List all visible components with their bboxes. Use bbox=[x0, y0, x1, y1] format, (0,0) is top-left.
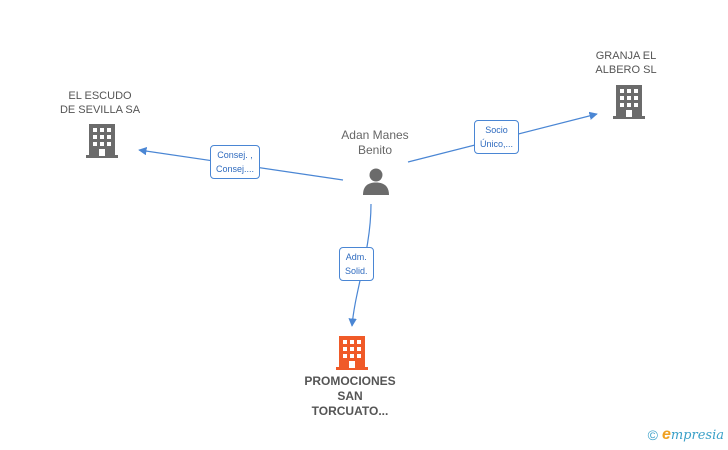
edge-label-el-escudo-line1: Consej. , bbox=[217, 150, 253, 160]
edge-label-el-escudo[interactable]: Consej. , Consej.... bbox=[210, 145, 261, 179]
promociones-line2: SAN bbox=[337, 389, 363, 403]
edge-label-granja[interactable]: Socio Único,... bbox=[474, 120, 520, 154]
person-name-line1: Adan Manes bbox=[341, 128, 409, 142]
edge-label-granja-line2: Único,... bbox=[480, 139, 514, 149]
person-name-line2: Benito bbox=[357, 143, 393, 157]
person-icon[interactable] bbox=[362, 167, 390, 195]
empresia-logo-e: e bbox=[661, 426, 671, 443]
empresia-watermark[interactable]: © empresia bbox=[648, 426, 724, 444]
person-name[interactable]: Adan Manes Benito bbox=[330, 128, 420, 158]
granja-line1: GRANJA EL bbox=[595, 50, 657, 62]
company-granja-label[interactable]: GRANJA EL ALBERO SL bbox=[576, 49, 676, 77]
granja-line2: ALBERO SL bbox=[595, 64, 657, 76]
empresia-logo: empresia bbox=[662, 426, 724, 444]
edge-label-granja-line1: Socio bbox=[485, 125, 508, 135]
building-icon[interactable] bbox=[613, 85, 645, 119]
copyright-symbol: © bbox=[647, 427, 658, 443]
el-escudo-line1: EL ESCUDO bbox=[68, 90, 132, 102]
promociones-line1: PROMOCIONES bbox=[304, 374, 396, 388]
edge-label-promociones-line2: Solid. bbox=[345, 266, 368, 276]
promociones-line3: TORCUATO... bbox=[311, 404, 389, 418]
edge-label-promociones[interactable]: Adm. Solid. bbox=[339, 247, 374, 281]
building-icon[interactable] bbox=[86, 124, 118, 158]
edge-label-el-escudo-line2: Consej.... bbox=[216, 164, 255, 174]
el-escudo-line2: DE SEVILLA SA bbox=[59, 104, 141, 116]
company-promociones-label[interactable]: PROMOCIONES SAN TORCUATO... bbox=[290, 374, 410, 419]
empresia-logo-text: mpresia bbox=[670, 428, 724, 443]
building-icon[interactable] bbox=[336, 336, 368, 370]
edge-label-promociones-line1: Adm. bbox=[345, 252, 367, 262]
company-el-escudo-label[interactable]: EL ESCUDO DE SEVILLA SA bbox=[50, 89, 150, 117]
